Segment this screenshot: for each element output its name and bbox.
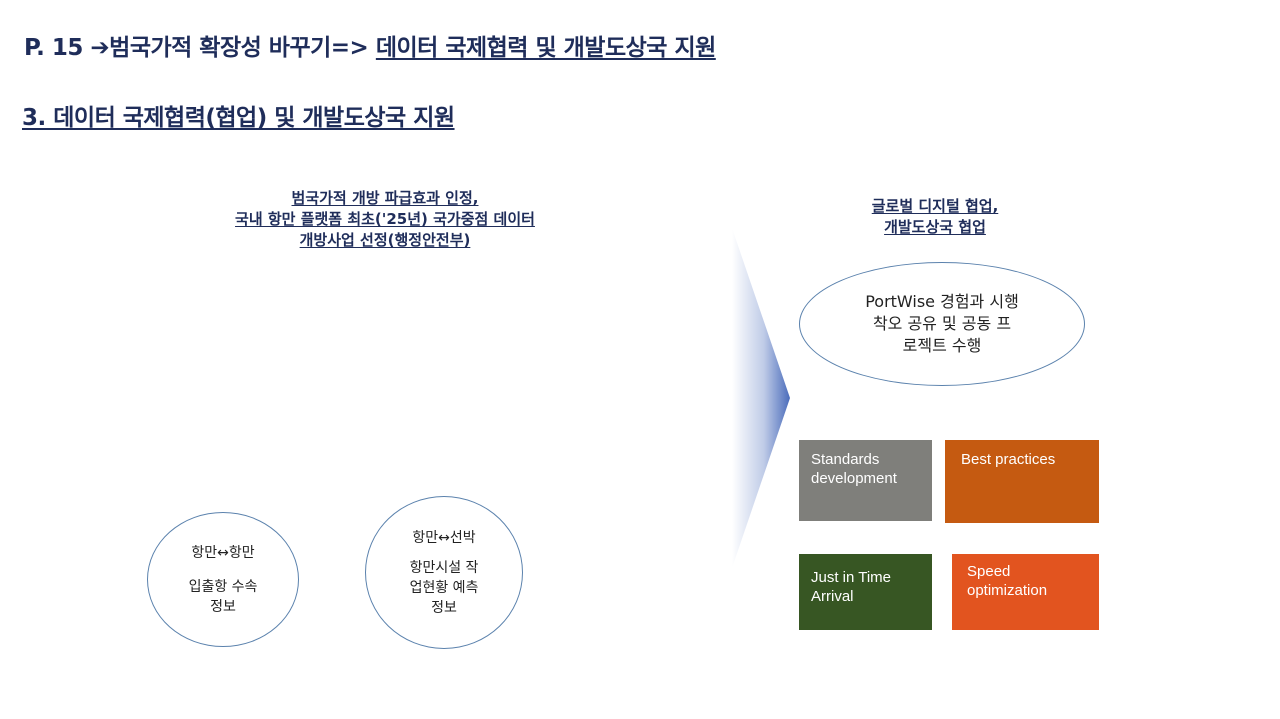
left-caption: 범국가적 개방 파급효과 인정, 국내 항만 플랫폼 최초('25년) 국가중점… <box>170 188 600 251</box>
best-practices-box: Best practices <box>945 440 1099 523</box>
circle-text: 업현황 예측 <box>409 579 479 596</box>
circle-text: 입출항 수속 <box>188 578 258 595</box>
page-title-highlight: 데이터 국제협력 및 개발도상국 지원 <box>375 35 716 61</box>
section-title: 3. 데이터 국제협력(협업) 및 개발도상국 지원 <box>22 105 455 131</box>
box-label: Standards <box>811 451 880 468</box>
standards-development-box: Standards development <box>799 440 932 521</box>
circle-text: 정보 <box>431 599 457 616</box>
right-caption-line: 글로벌 디지털 협업, <box>871 197 999 215</box>
page-title: P. 15 ➔범국가적 확장성 바꾸기=> 데이터 국제협력 및 개발도상국 지… <box>24 28 716 62</box>
speed-optimization-box: Speed optimization <box>952 554 1099 630</box>
box-label: Best practices <box>961 451 1056 468</box>
chevron-arrow-icon <box>732 228 790 568</box>
left-caption-line: 개방사업 선정(행정안전부) <box>299 231 471 249</box>
box-label: optimization <box>967 582 1048 599</box>
right-caption-line: 개발도상국 협업 <box>884 218 986 236</box>
port-to-ship-circle: 항만↔선박 항만시설 작 업현황 예측 정보 <box>365 496 523 649</box>
page-title-prefix: P. 15 ➔범국가적 확장성 바꾸기=> <box>24 35 376 61</box>
port-to-port-circle: 항만↔항만 입출항 수속 정보 <box>147 512 299 647</box>
box-label: Just in Time <box>811 569 892 586</box>
left-caption-line: 범국가적 개방 파급효과 인정, <box>291 189 479 207</box>
ellipse-text: 로젝트 수행 <box>902 336 982 355</box>
portwise-ellipse: PortWise 경험과 시행 착오 공유 및 공동 프 로젝트 수행 <box>799 262 1085 386</box>
just-in-time-arrival-box: Just in Time Arrival <box>799 554 932 630</box>
ellipse-text: PortWise 경험과 시행 <box>865 292 1019 311</box>
box-label: Speed <box>967 563 1011 580</box>
right-caption: 글로벌 디지털 협업, 개발도상국 협업 <box>800 196 1070 238</box>
box-label: Arrival <box>811 588 854 605</box>
circle-text: 항만시설 작 <box>409 559 479 576</box>
left-caption-line: 국내 항만 플랫폼 최초('25년) 국가중점 데이터 <box>235 210 535 228</box>
ellipse-text: 착오 공유 및 공동 프 <box>872 314 1012 333</box>
circle-text: 정보 <box>210 598 236 615</box>
circle-heading: 항만↔항만 <box>191 544 255 561</box>
box-label: development <box>811 470 897 487</box>
circle-heading: 항만↔선박 <box>412 529 476 546</box>
